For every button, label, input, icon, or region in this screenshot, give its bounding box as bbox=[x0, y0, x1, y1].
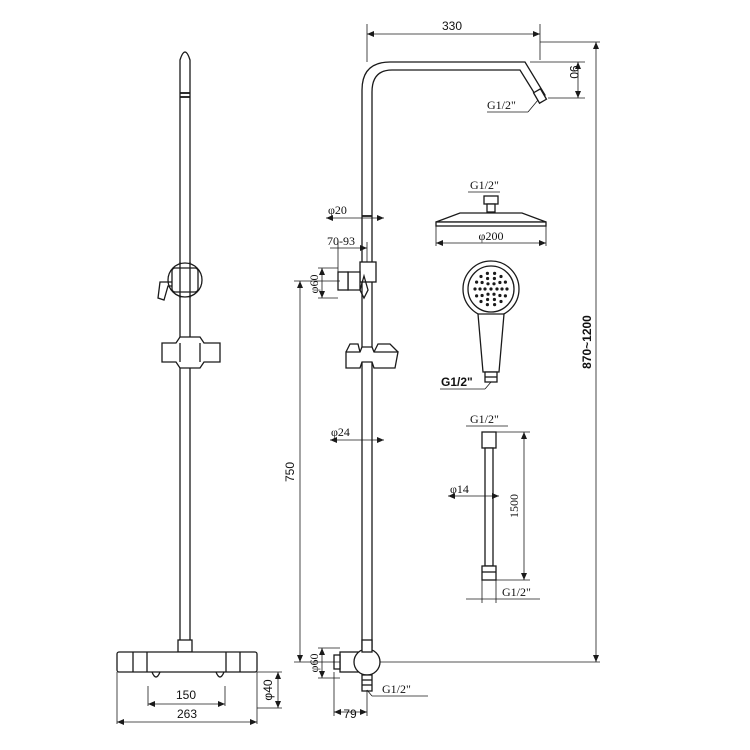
head-body bbox=[435, 212, 547, 223]
shower-hose: G1/2" φ14 1500 G1/2" bbox=[448, 412, 540, 603]
nozzle-dot bbox=[480, 293, 484, 298]
nozzle-dot bbox=[505, 287, 509, 291]
label-centres: 150 bbox=[176, 688, 196, 702]
nozzle-dot bbox=[500, 287, 504, 291]
front-riser-connector bbox=[177, 639, 193, 653]
front-thermostatic-valve bbox=[116, 651, 258, 673]
nozzle-dot bbox=[503, 294, 507, 298]
nozzle-dot bbox=[475, 280, 479, 284]
front-bracket-knob bbox=[157, 281, 172, 301]
front-inlet-left bbox=[151, 671, 161, 678]
label-hose-thread-bottom: G1/2" bbox=[502, 585, 531, 599]
nozzle-dot bbox=[478, 287, 482, 291]
hose-top-nut bbox=[481, 431, 497, 449]
side-riser-connector bbox=[361, 639, 373, 653]
front-view: 150 263 φ40 bbox=[116, 51, 282, 725]
label-valve-dia: φ60 bbox=[307, 654, 321, 673]
label-hose-dia: φ14 bbox=[450, 482, 469, 496]
label-head-dia: φ200 bbox=[479, 229, 504, 243]
nozzle-dot bbox=[486, 292, 490, 296]
rain-shower-head: G1/2" φ200 bbox=[435, 178, 547, 246]
head-connector bbox=[483, 195, 499, 205]
nozzle-dot bbox=[499, 299, 503, 304]
label-head-thread: G1/2" bbox=[470, 178, 499, 192]
nozzle-dot bbox=[480, 280, 484, 285]
front-bracket-clamp bbox=[171, 267, 199, 293]
front-riser-rail bbox=[179, 51, 191, 649]
side-slide-holder bbox=[345, 346, 399, 369]
head-face bbox=[435, 221, 547, 227]
label-valve-width: 263 bbox=[177, 707, 197, 721]
label-arm-drop: 90 bbox=[567, 65, 581, 79]
hand-shower: G1/2" bbox=[440, 260, 520, 390]
nozzle-dot bbox=[492, 292, 496, 296]
label-handset-thread: G1/2" bbox=[441, 375, 473, 389]
label-arm-length: 330 bbox=[442, 19, 462, 33]
side-view: 330 90 G1/2" 870~1200 φ20 70-93 φ60 φ24 bbox=[283, 19, 600, 721]
nozzle-dot bbox=[486, 297, 490, 302]
handset-nozzles bbox=[473, 271, 509, 307]
front-slide-holder bbox=[161, 336, 221, 369]
label-pipe-dia-lower: φ24 bbox=[331, 425, 350, 439]
label-total-height: 870~1200 bbox=[580, 315, 594, 369]
nozzle-dot bbox=[479, 274, 483, 279]
label-valve-depth: φ40 bbox=[261, 679, 275, 700]
nozzle-dot bbox=[492, 297, 496, 302]
nozzle-dot bbox=[493, 303, 497, 307]
front-inlet-right bbox=[215, 671, 225, 678]
nozzle-dot bbox=[475, 294, 479, 298]
handset-handle bbox=[477, 313, 505, 373]
nozzle-dot bbox=[495, 287, 499, 291]
nozzle-dot bbox=[489, 287, 493, 291]
side-bracket-knob bbox=[359, 273, 369, 300]
label-hose-thread-top: G1/2" bbox=[470, 412, 499, 426]
nozzle-dot bbox=[479, 299, 483, 304]
label-arm-thread: G1/2" bbox=[487, 98, 516, 112]
nozzle-dot bbox=[486, 282, 490, 286]
label-bracket-range: 70-93 bbox=[327, 234, 355, 248]
nozzle-dot bbox=[498, 293, 502, 298]
hose-bottom-nut bbox=[481, 565, 497, 581]
label-valve-offset: 79 bbox=[343, 707, 357, 721]
nozzle-dot bbox=[486, 276, 490, 281]
side-valve-control bbox=[353, 648, 381, 676]
side-bracket-collar bbox=[359, 261, 377, 283]
side-bracket-arm bbox=[347, 271, 361, 291]
nozzle-dot bbox=[485, 271, 489, 275]
label-pipe-dia-upper: φ20 bbox=[328, 203, 347, 217]
label-bracket-dia: φ60 bbox=[307, 275, 321, 294]
hose-body bbox=[484, 447, 494, 567]
nozzle-dot bbox=[493, 271, 497, 275]
side-outlet bbox=[361, 674, 373, 692]
nozzle-dot bbox=[485, 303, 489, 307]
nozzle-dot bbox=[498, 280, 502, 285]
label-hose-length: 1500 bbox=[507, 494, 521, 518]
side-arm-outlet bbox=[532, 87, 548, 105]
nozzle-dot bbox=[473, 287, 477, 291]
label-valve-thread: G1/2" bbox=[382, 682, 411, 696]
nozzle-dot bbox=[499, 274, 503, 279]
nozzle-dot bbox=[483, 287, 487, 291]
head-swivel bbox=[486, 203, 496, 213]
label-rail-length: 750 bbox=[283, 462, 297, 482]
nozzle-dot bbox=[492, 282, 496, 286]
nozzle-dot bbox=[503, 280, 507, 284]
nozzle-dot bbox=[492, 276, 496, 281]
